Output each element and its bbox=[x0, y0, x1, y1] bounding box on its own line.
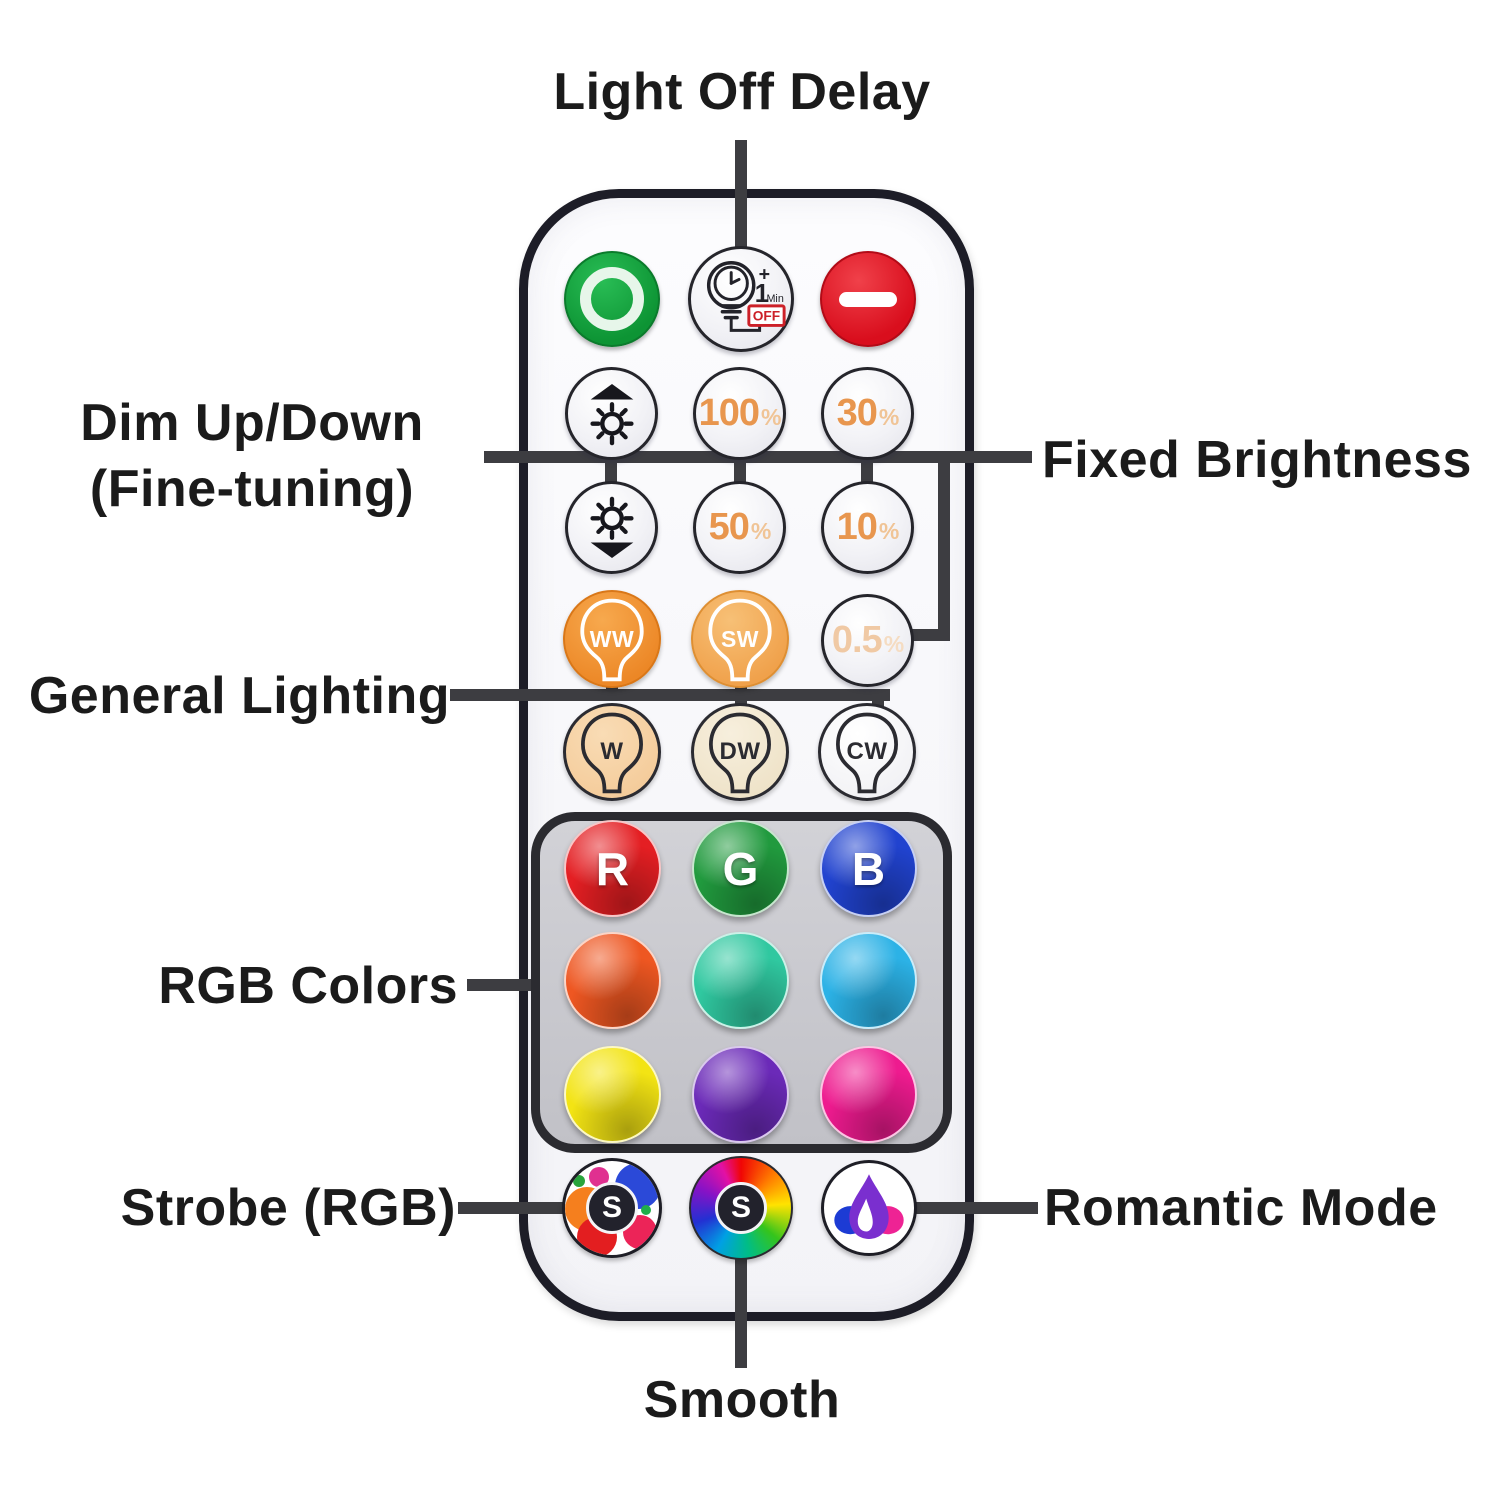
w-label: W bbox=[600, 738, 624, 765]
soft-white-button[interactable]: SW bbox=[691, 590, 789, 688]
smooth-button[interactable]: S bbox=[689, 1156, 793, 1260]
label-fixed-brightness: Fixed Brightness bbox=[1042, 431, 1472, 489]
dim-up-button[interactable] bbox=[565, 367, 658, 460]
power-off-button[interactable] bbox=[820, 251, 916, 347]
cool-white-button[interactable]: CW bbox=[818, 703, 916, 801]
bulb-icon bbox=[836, 712, 898, 794]
color-yellow-button[interactable] bbox=[564, 1046, 661, 1143]
color-purple-button[interactable] bbox=[692, 1046, 789, 1143]
romantic-mode-button[interactable] bbox=[821, 1160, 917, 1256]
water-drops-icon bbox=[834, 1174, 904, 1239]
strobe-s-label: S bbox=[586, 1182, 638, 1234]
connector-rgb-colors bbox=[467, 979, 539, 991]
color-magenta-button[interactable] bbox=[820, 1046, 917, 1143]
label-smooth: Smooth bbox=[643, 1371, 841, 1429]
strobe-button[interactable]: S bbox=[562, 1158, 662, 1258]
connector-general-lighting bbox=[450, 689, 890, 701]
label-strobe-rgb: Strobe (RGB) bbox=[120, 1179, 456, 1237]
r-label: R bbox=[595, 842, 630, 895]
rgb-blue-button[interactable]: B bbox=[820, 820, 917, 917]
cw-label: CW bbox=[846, 738, 888, 765]
power-ring-icon bbox=[580, 267, 644, 331]
brightness-up-icon bbox=[589, 383, 634, 445]
delay-minute-text: 1 bbox=[755, 280, 769, 308]
bulb-icon bbox=[708, 598, 772, 682]
label-dim-line2: (Fine-tuning) bbox=[89, 460, 415, 518]
power-on-button[interactable] bbox=[564, 251, 660, 347]
brightness-30-label: 30% bbox=[836, 392, 900, 434]
label-dim-line1: Dim Up/Down bbox=[80, 394, 424, 452]
brightness-100-label: 100% bbox=[698, 392, 782, 434]
label-light-off-delay: Light Off Delay bbox=[553, 63, 931, 121]
connector-smooth bbox=[735, 1252, 747, 1368]
connector-romantic bbox=[914, 1202, 1038, 1214]
brightness-10-label: 10% bbox=[836, 506, 900, 548]
light-off-delay-button[interactable]: + 1 Min OFF bbox=[688, 246, 794, 352]
bulb-icon bbox=[709, 712, 771, 794]
delay-off-text: OFF bbox=[753, 309, 780, 324]
bulb-icon bbox=[580, 598, 644, 682]
g-label: G bbox=[722, 842, 759, 895]
label-dim-up-down: Dim Up/Down (Fine-tuning) bbox=[40, 390, 464, 522]
b-label: B bbox=[851, 842, 886, 895]
brightness-30-button[interactable]: 30% bbox=[821, 367, 914, 460]
color-cyan-button[interactable] bbox=[820, 932, 917, 1029]
brightness-100-button[interactable]: 100% bbox=[693, 367, 786, 460]
color-teal-button[interactable] bbox=[692, 932, 789, 1029]
ww-label: WW bbox=[589, 625, 635, 652]
bulb-clock-timer-icon: + 1 Min OFF bbox=[706, 261, 786, 332]
bulb-icon bbox=[581, 712, 643, 794]
color-orange-button[interactable] bbox=[564, 932, 661, 1029]
connector-strobe bbox=[458, 1202, 570, 1214]
daylight-white-button[interactable]: DW bbox=[691, 703, 789, 801]
warm-white-button[interactable]: WW bbox=[563, 590, 661, 688]
brightness-10-button[interactable]: 10% bbox=[821, 481, 914, 574]
delay-plus-text: + bbox=[759, 263, 770, 285]
brightness-05-label: 0.5% bbox=[831, 619, 904, 661]
brightness-down-icon bbox=[589, 496, 634, 558]
brightness-50-button[interactable]: 50% bbox=[693, 481, 786, 574]
minus-icon bbox=[839, 291, 897, 307]
connector-fixed-bracket-horizontal bbox=[902, 629, 950, 641]
dim-down-button[interactable] bbox=[565, 481, 658, 574]
label-general-lighting: General Lighting bbox=[28, 667, 450, 725]
brightness-50-label: 50% bbox=[708, 506, 772, 548]
connector-fixed-bracket-vertical bbox=[938, 451, 950, 641]
brightness-05-button[interactable]: 0.5% bbox=[821, 594, 914, 687]
rgb-red-button[interactable]: R bbox=[564, 820, 661, 917]
sw-label: SW bbox=[720, 625, 760, 652]
white-button[interactable]: W bbox=[563, 703, 661, 801]
dw-label: DW bbox=[719, 738, 761, 765]
connector-light-off-delay bbox=[735, 140, 747, 256]
rgb-green-button[interactable]: G bbox=[692, 820, 789, 917]
label-romantic-mode: Romantic Mode bbox=[1044, 1179, 1438, 1237]
delay-min-unit-text: Min bbox=[766, 293, 783, 305]
label-rgb-colors: RGB Colors bbox=[158, 957, 458, 1015]
smooth-s-label: S bbox=[715, 1182, 767, 1234]
